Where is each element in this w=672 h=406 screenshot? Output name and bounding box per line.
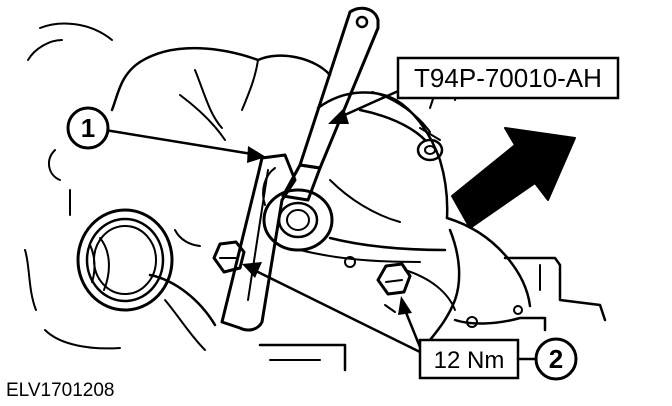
- engine-casting-outline: [24, 22, 347, 372]
- bolt-left: [212, 240, 246, 274]
- torque-spec: 12 Nm: [434, 347, 505, 374]
- engine-front-cover: [299, 87, 607, 342]
- bolt-right: [376, 262, 412, 296]
- leader-arrows: [103, 86, 424, 354]
- callout-2: 2: [534, 337, 578, 381]
- camshaft-hub: [262, 167, 334, 252]
- callout-2-number: 2: [549, 344, 563, 374]
- direction-arrow: [451, 127, 576, 229]
- tool-part-number: T94P-70010-AH: [414, 63, 602, 93]
- figure-id: ELV1701208: [6, 380, 114, 401]
- callout-1: 1: [66, 106, 110, 150]
- torque-label: 12 Nm: [418, 338, 538, 380]
- callout-1-number: 1: [81, 113, 95, 143]
- tool-part-label: T94P-70010-AH: [396, 56, 620, 100]
- special-tool-wrench: [220, 6, 380, 332]
- cylinder-bore: [76, 208, 174, 312]
